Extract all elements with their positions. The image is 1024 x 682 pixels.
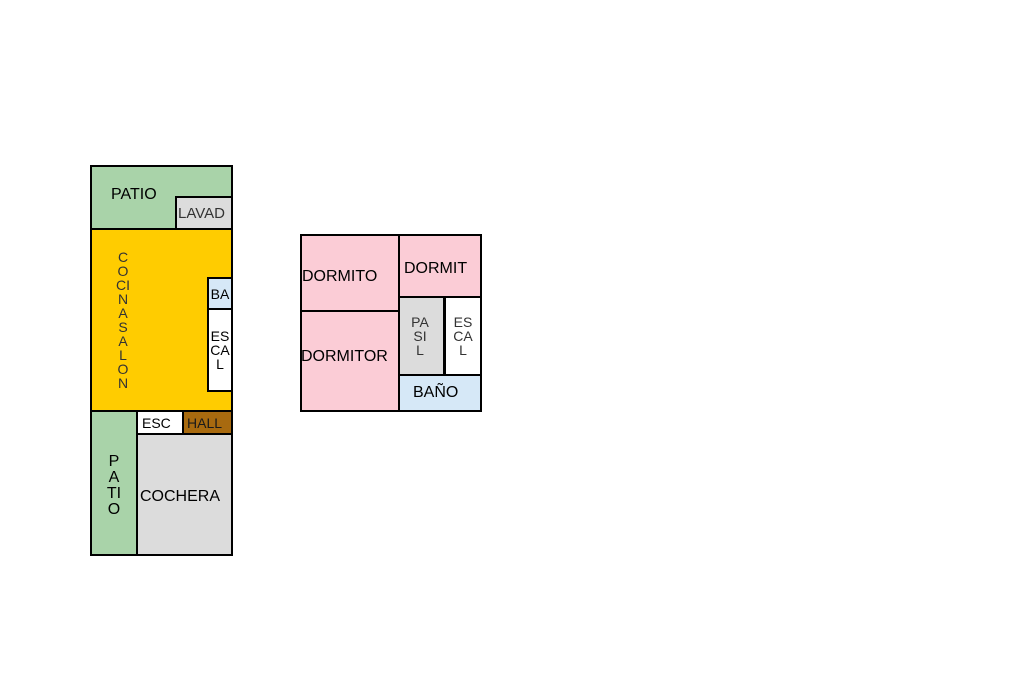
room-label-dormito: DORMITO	[302, 268, 378, 285]
room-label-patio-top: PATIO	[111, 186, 157, 203]
room-label-cochera: COCHERA	[140, 488, 221, 505]
room-hall: HALL	[182, 410, 233, 435]
room-label-bano: BAÑO	[413, 384, 459, 401]
room-cochera: COCHERA	[136, 433, 233, 556]
room-label-patio-side: PATIO	[106, 453, 122, 518]
room-dormit: DORMIT	[398, 234, 482, 298]
room-label-esc: ESC	[142, 415, 171, 431]
room-label-dormitor: DORMITOR	[301, 348, 388, 365]
room-bano: BAÑO	[398, 374, 482, 412]
room-patio-side: PATIO	[90, 410, 138, 556]
room-label-dormit: DORMIT	[404, 260, 468, 277]
room-label-cocina-salon: COCINA SALON	[116, 249, 130, 391]
room-label-ba: BA	[210, 285, 230, 302]
room-label-hall: HALL	[187, 415, 223, 431]
room-escal-upper: ESCAL	[444, 296, 482, 376]
room-escal-ground: ESCAL	[207, 308, 233, 392]
room-label-escal-upper: ESCAL	[453, 314, 473, 358]
room-dormitor: DORMITOR	[300, 310, 400, 412]
room-esc: ESC	[136, 410, 184, 435]
room-label-lavad: LAVAD	[178, 205, 225, 222]
room-dormito: DORMITO	[300, 234, 400, 312]
room-label-escal-ground: ESCAL	[210, 328, 230, 372]
room-ba: BA	[207, 277, 233, 310]
room-pasil: PASIL	[398, 296, 445, 376]
room-label-pasil: PASIL	[411, 314, 429, 358]
room-lavad: LAVAD	[175, 196, 233, 230]
